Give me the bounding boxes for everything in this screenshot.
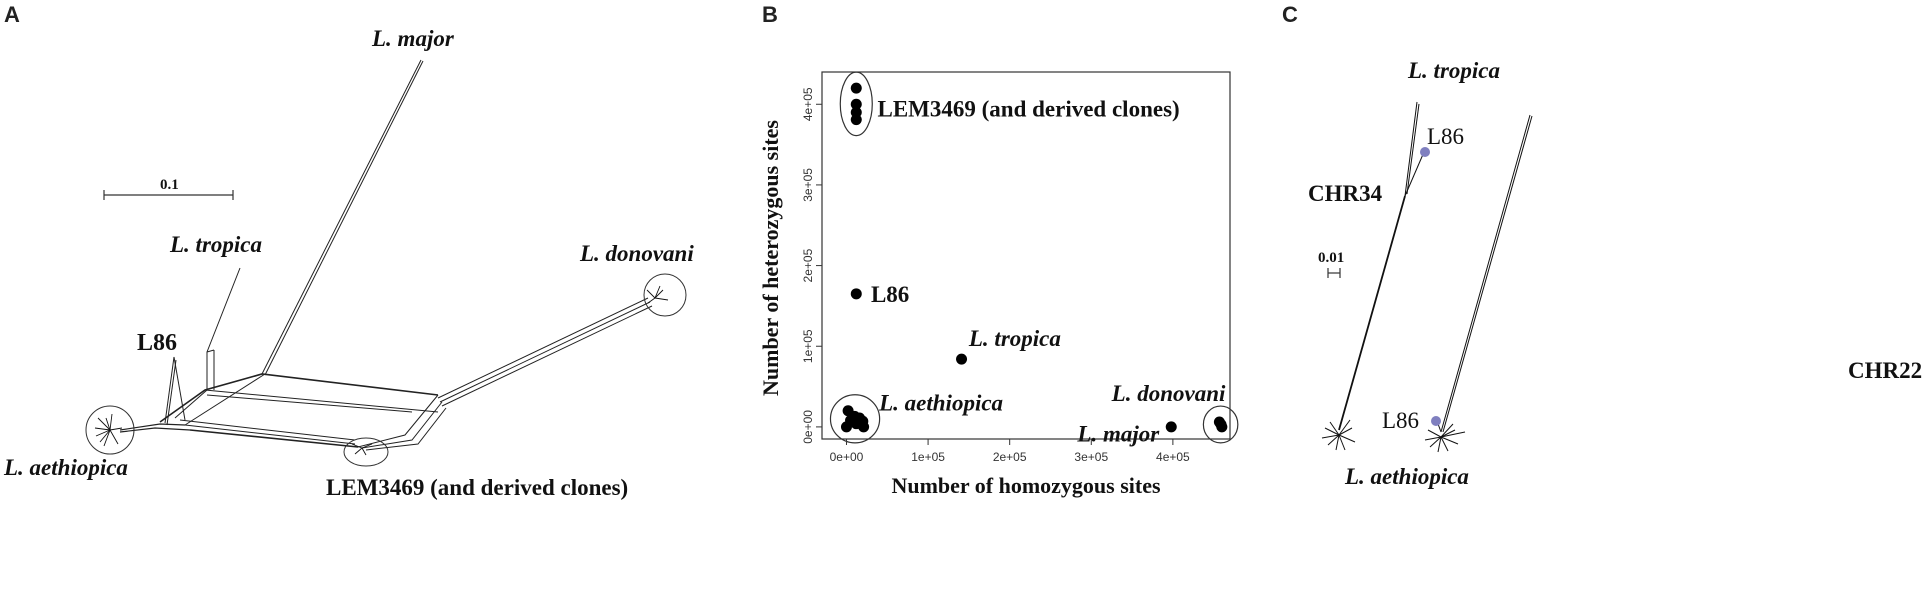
scatter-point xyxy=(956,353,968,365)
chr22-tree xyxy=(1436,114,1533,433)
x-tick-label: 2e+05 xyxy=(993,450,1027,464)
x-tick-label: 0e+00 xyxy=(830,450,864,464)
panel-letter-a: A xyxy=(4,2,20,27)
y-tick-label: 1e+05 xyxy=(801,329,815,363)
cluster-ellipse xyxy=(839,71,873,137)
x-tick-label: 4e+05 xyxy=(1156,450,1190,464)
axis-ticks: 0e+00 1e+05 2e+05 3e+05 4e+05 0e+00 1e+05 2e+05… xyxy=(801,87,1190,464)
panel-b: B 0e+00 1e+05 2e+05 3e+05 4e+05 0e+00 1e+05 2e+… xyxy=(758,2,1239,498)
y-axis-title: Number of heterozygous sites xyxy=(758,120,783,396)
annotation-donovani: L. donovani xyxy=(1111,381,1226,406)
scatter-point xyxy=(1216,421,1228,433)
y-tick-label: 2e+05 xyxy=(801,248,815,282)
panel-c-scale-label: 0.01 xyxy=(1318,250,1344,266)
scatter-point xyxy=(850,288,862,300)
panel-a-label-major: L. major xyxy=(371,26,455,51)
y-tick-label: 4e+05 xyxy=(801,87,815,121)
aethiopica-cluster-circle xyxy=(85,405,135,455)
y-tick-label: 0e+00 xyxy=(801,410,815,444)
panel-c-scale-bar xyxy=(1327,268,1341,278)
scatter-point xyxy=(850,114,862,126)
panel-c-label-aethiopica: L. aethiopica xyxy=(1344,464,1469,489)
panel-a-network xyxy=(119,59,653,451)
aethiopica-starburst xyxy=(94,413,123,447)
cluster-circles xyxy=(829,71,1239,444)
donovani-starburst xyxy=(646,285,669,304)
scatter-point xyxy=(1165,421,1177,433)
panel-a-label-lem: LEM3469 (and derived clones) xyxy=(326,475,628,500)
panel-a-scale-bar xyxy=(103,190,234,200)
panel-letter-c: C xyxy=(1282,2,1298,27)
panel-c: C 0.01 xyxy=(1282,2,1922,489)
y-tick-label: 3e+05 xyxy=(801,168,815,202)
annotation-major: L. major xyxy=(1076,421,1160,446)
panel-c-label-tropica: L. tropica xyxy=(1407,58,1500,83)
annotation-aethiopica: L. aethiopica xyxy=(878,391,1003,416)
scatter-point xyxy=(850,82,862,94)
scatter-points xyxy=(840,82,1228,433)
chr34-tree xyxy=(1338,101,1425,431)
panel-a-label-l86: L86 xyxy=(137,330,177,356)
panel-a-label-tropica: L. tropica xyxy=(169,232,262,257)
x-tick-label: 3e+05 xyxy=(1074,450,1108,464)
scatter-point xyxy=(850,98,862,110)
l86-marker-chr22 xyxy=(1431,416,1441,426)
panel-a-label-donovani: L. donovani xyxy=(579,241,694,266)
panel-a-scale-label: 0.1 xyxy=(160,177,179,193)
annotation-lem: LEM3469 (and derived clones) xyxy=(877,96,1179,121)
panel-letter-b: B xyxy=(762,2,778,27)
point-annotations: LEM3469 (and derived clones) L86 L. tropic… xyxy=(871,96,1226,446)
panel-c-label-l86-top: L86 xyxy=(1427,124,1464,149)
panel-a-cluster-circles xyxy=(85,273,687,467)
x-axis-title: Number of homozygous sites xyxy=(891,473,1161,498)
lem-starburst xyxy=(351,443,373,456)
scatter-point xyxy=(858,421,870,433)
panel-c-label-l86-bottom: L86 xyxy=(1382,408,1419,433)
panel-c-label-chr34: CHR34 xyxy=(1308,181,1383,206)
panel-a-label-aethiopica: L. aethiopica xyxy=(3,455,128,480)
panel-c-label-chr22: CHR22 xyxy=(1848,358,1922,383)
lem-cluster-circle xyxy=(343,437,389,467)
l86-marker-chr34 xyxy=(1420,147,1430,157)
panel-a: A 0.1 xyxy=(3,2,694,500)
annotation-l86: L86 xyxy=(871,282,909,307)
x-tick-label: 1e+05 xyxy=(911,450,945,464)
chr22-starburst xyxy=(1424,423,1466,453)
scatter-point xyxy=(840,421,852,433)
annotation-tropica: L. tropica xyxy=(968,326,1061,351)
chr34-starburst xyxy=(1321,419,1356,451)
plot-frame xyxy=(821,71,1231,440)
donovani-cluster-circle xyxy=(643,273,687,317)
cluster-ellipse xyxy=(829,394,881,444)
cluster-ellipse xyxy=(1202,405,1239,444)
